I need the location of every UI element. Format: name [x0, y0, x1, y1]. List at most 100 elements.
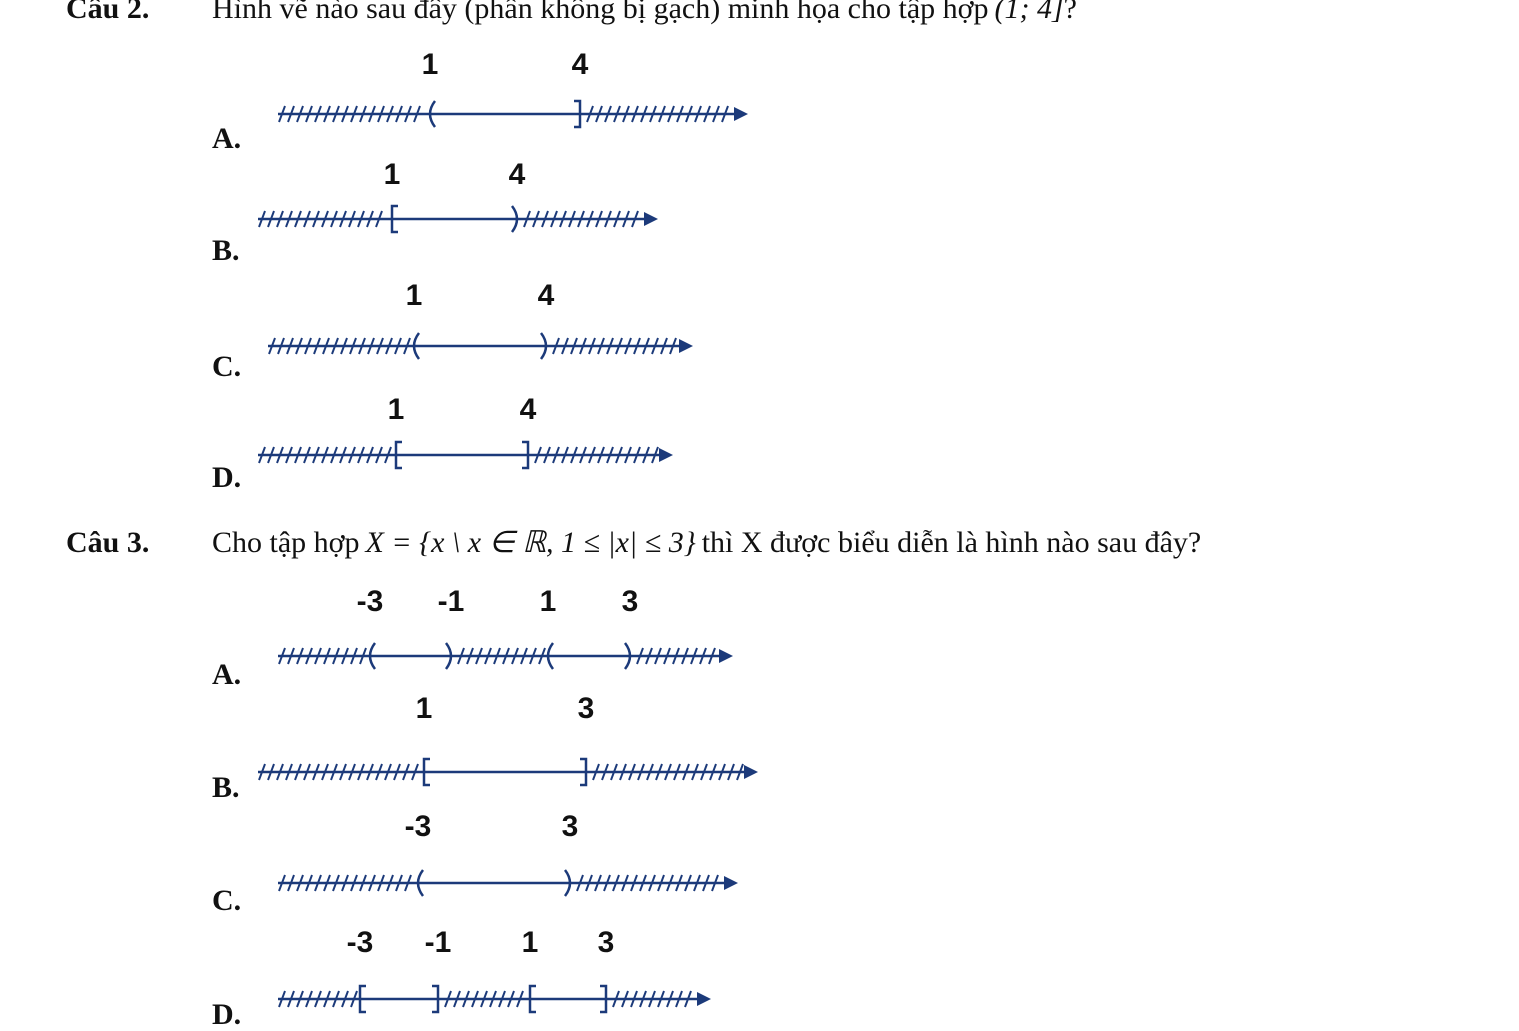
q3-option-c-hatch [621, 874, 629, 892]
q2-option-d-hatch [561, 446, 569, 464]
q2-option-d-hatch [321, 446, 329, 464]
q3-option-d-hatch [498, 990, 506, 1008]
q2-option-a-letter[interactable]: A. [212, 122, 242, 155]
q2-option-c-hatch [313, 337, 321, 355]
q2-option-b-hatch [348, 210, 356, 228]
q2-option-c-hatch [277, 337, 285, 355]
q2-option-b-bracket [510, 205, 519, 233]
q2-option-a-hatch [631, 105, 639, 123]
q2-option-d-hatch [588, 446, 596, 464]
q3-option-c-hatch [296, 874, 304, 892]
q3-option-b-hatch [348, 763, 356, 781]
q3-option-a-letter[interactable]: A. [212, 658, 242, 691]
q2-option-d-bracket [522, 440, 530, 470]
q3-option-b-hatch [592, 763, 600, 781]
q3-option-d-hatch [278, 990, 286, 1008]
q2-option-c-hatch [367, 337, 375, 355]
q3-option-c-hatch [341, 874, 349, 892]
q3-option-a-hatch [457, 647, 465, 665]
q2-option-b-hatch [330, 210, 338, 228]
q3-option-a-arrow-icon [719, 649, 733, 663]
q3-option-d-hatch [621, 990, 629, 1008]
q3-option-a-hatch [645, 647, 653, 665]
q3-option-d-hatch [462, 990, 470, 1008]
q3-option-a-hatch [484, 647, 492, 665]
q2-option-c-hatch [570, 337, 578, 355]
q2-option-a-hatch [622, 105, 630, 123]
q3-option-c-hatch [594, 874, 602, 892]
q2-option-c-tick-label: 1 [405, 279, 423, 312]
q2-option-d-letter[interactable]: D. [212, 461, 242, 494]
q3-option-c-hatch [350, 874, 358, 892]
q3-option-c-bracket [416, 869, 425, 897]
q3-option-d-arrow-icon [697, 992, 711, 1006]
q3-option-b-hatch [646, 763, 654, 781]
q3-option-b-hatch [664, 763, 672, 781]
q2-option-c-hatch [322, 337, 330, 355]
q3-option-c-hatch [684, 874, 692, 892]
q2-option-a-hatch [649, 105, 657, 123]
q2-option-a-tick-label: 4 [571, 48, 589, 81]
q2-option-d-tick-label: 4 [519, 393, 537, 426]
q3-option-a-tick-label: -1 [437, 585, 465, 618]
q2-option-d-hatch [375, 446, 383, 464]
q3-option-c-hatch [585, 874, 593, 892]
q2-option-c-hatch [615, 337, 623, 355]
q3-option-d-hatch [675, 990, 683, 1008]
q3-option-b-hatch [366, 763, 374, 781]
q2-option-a-hatch [305, 105, 313, 123]
q2-option-d-hatch [339, 446, 347, 464]
q2-option-d-hatch [357, 446, 365, 464]
q3-option-c-hatch [576, 874, 584, 892]
q2-option-a-bracket [428, 100, 437, 128]
q2-option-a-hatch [667, 105, 675, 123]
q2-option-b-hatch [577, 210, 585, 228]
q2-option-c-bracket [539, 332, 548, 360]
q2-option-b-hatch [613, 210, 621, 228]
q3-option-b-hatch [673, 763, 681, 781]
q3-option-a-hatch [287, 647, 295, 665]
q3-option-b-hatch [294, 763, 302, 781]
q2-option-a-hatch [350, 105, 358, 123]
q2-option-b-tick-label: 4 [508, 158, 526, 191]
q2-option-a-hatch [586, 105, 594, 123]
q2-option-d-hatch [312, 446, 320, 464]
q3-option-b-letter[interactable]: B. [212, 771, 240, 804]
q2-option-a-hatch [703, 105, 711, 123]
q3-option-d-bracket [432, 984, 440, 1014]
q2-option-d-hatch [276, 446, 284, 464]
q3-option-a-hatch [323, 647, 331, 665]
q2-option-d-hatch [543, 446, 551, 464]
q2-option-b-hatch [586, 210, 594, 228]
q2-option-d-bracket [394, 440, 402, 470]
q3-option-c-hatch [666, 874, 674, 892]
q2-option-c-bracket [412, 332, 421, 360]
q2-option-b-hatch [523, 210, 531, 228]
q3-option-b-hatch [321, 763, 329, 781]
q3-option-c-hatch [648, 874, 656, 892]
q3-option-a-hatch [278, 647, 286, 665]
q3-option-a-hatch [341, 647, 349, 665]
q3-option-a-hatch [359, 647, 367, 665]
q3-option-c-hatch [675, 874, 683, 892]
q2-option-b-hatch [375, 210, 383, 228]
q3-option-c-hatch [639, 874, 647, 892]
q3-option-c-arrow-icon [724, 876, 738, 890]
q3-option-c-letter[interactable]: C. [212, 884, 242, 917]
q2-option-c-hatch [268, 337, 276, 355]
q2-option-d-hatch [570, 446, 578, 464]
q3-option-c-hatch [386, 874, 394, 892]
q2-option-a-hatch [613, 105, 621, 123]
q2-option-d-hatch [597, 446, 605, 464]
q3-option-c-hatch [332, 874, 340, 892]
q2-option-a-hatch [676, 105, 684, 123]
q2-option-d-hatch [606, 446, 614, 464]
q2-option-a-hatch [413, 105, 421, 123]
q3-option-a-hatch [511, 647, 519, 665]
q2-option-c-letter[interactable]: C. [212, 350, 242, 383]
q3-option-d-hatch [480, 990, 488, 1008]
q2-option-a-hatch [721, 105, 729, 123]
q3-option-d-hatch [341, 990, 349, 1008]
q2-option-b-letter[interactable]: B. [212, 234, 240, 267]
